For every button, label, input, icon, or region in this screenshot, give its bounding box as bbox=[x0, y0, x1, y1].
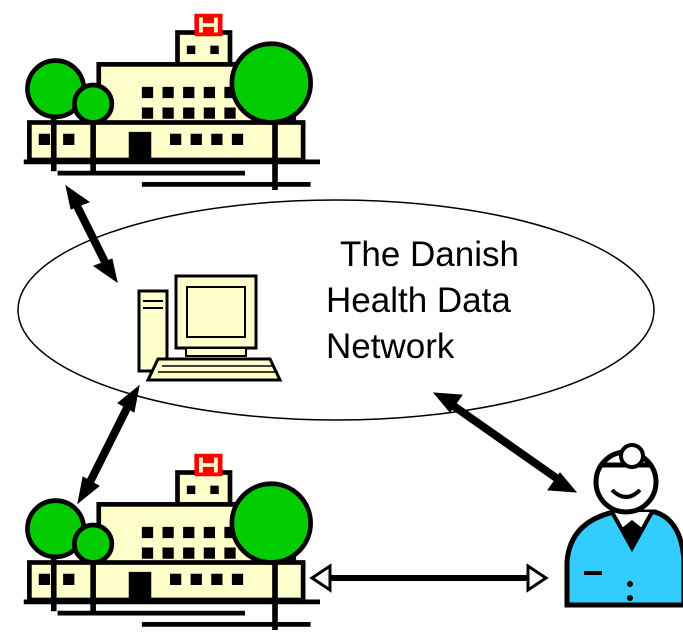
arrow-bottom-hospital-computer bbox=[77, 384, 140, 505]
network-label: The Danish Health Data Network bbox=[326, 232, 586, 370]
network-label-line-3: Network bbox=[326, 327, 455, 366]
arrow-doctor-computer bbox=[432, 392, 578, 493]
hospital-top-icon bbox=[24, 14, 320, 190]
computer-icon bbox=[137, 274, 283, 382]
network-label-line-1: The Danish bbox=[340, 235, 519, 274]
arrow-bottom-hospital-doctor bbox=[309, 563, 549, 593]
arrows bbox=[65, 184, 578, 593]
network-label-line-2: Health Data bbox=[326, 281, 511, 320]
hospital-bottom-icon bbox=[24, 454, 320, 630]
arrow-top-hospital-computer bbox=[65, 184, 118, 284]
doctor-icon bbox=[564, 443, 683, 608]
